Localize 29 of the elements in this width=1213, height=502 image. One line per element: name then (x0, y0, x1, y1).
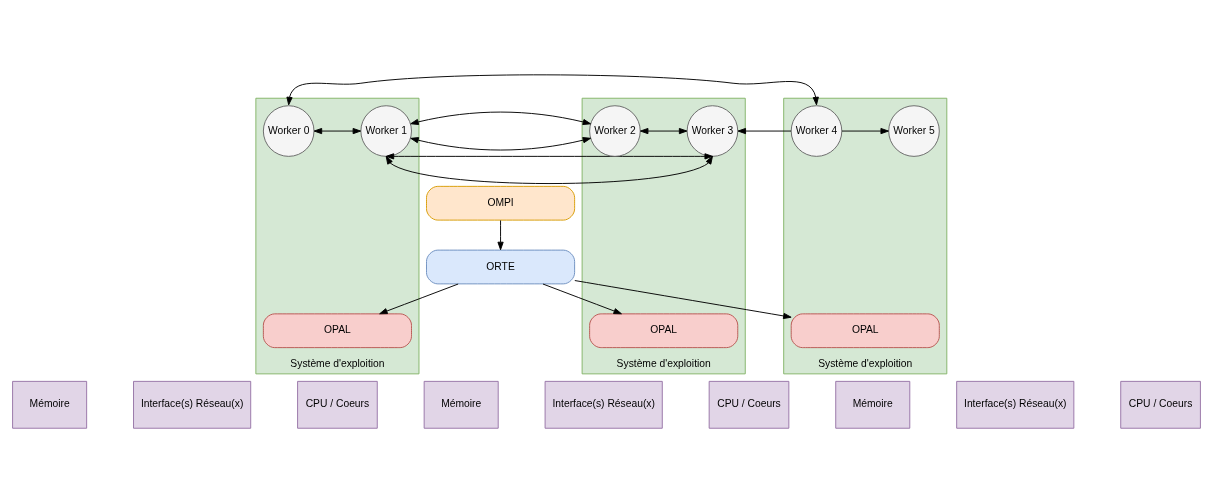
arrow (286, 73, 819, 105)
node-box: CPU / Coeurs (1120, 380, 1201, 429)
node-box: OMPI (426, 185, 576, 221)
node-box: Mémoire (12, 380, 88, 429)
node-box: Interface(s) Réseau(x) (544, 380, 663, 429)
arrow (542, 283, 622, 314)
node-circle: Worker 5 (888, 104, 940, 157)
node-box: CPU / Coeurs (297, 380, 378, 429)
node-circle: Worker 0 (262, 104, 315, 157)
arrow (313, 127, 362, 134)
node-box: Mémoire (423, 380, 499, 429)
arrow (410, 111, 592, 150)
arrow (497, 219, 504, 250)
node-box: OPAL (790, 312, 940, 348)
arrow (841, 127, 889, 134)
arrow (737, 127, 792, 134)
node-circle: Worker 2 (589, 104, 641, 157)
arrow (379, 283, 459, 314)
node-box: ORTE (426, 249, 576, 284)
node-box: OPAL (589, 312, 739, 348)
node-box: Interface(s) Réseau(x) (956, 380, 1075, 429)
node-box: Interface(s) Réseau(x) (133, 380, 252, 429)
node-box: CPU / Coeurs (708, 380, 790, 429)
arrow (640, 127, 688, 134)
node-circle: Worker 4 (790, 104, 843, 157)
node-box: OPAL (262, 312, 412, 348)
node-box: Mémoire (835, 380, 911, 429)
arrow (385, 152, 713, 184)
arrow (574, 279, 792, 319)
